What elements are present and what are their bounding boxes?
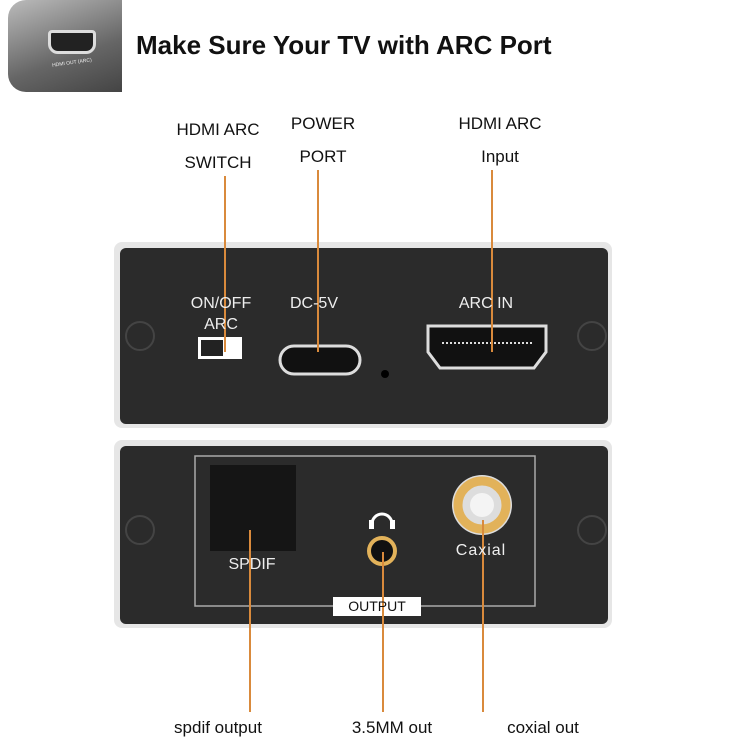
callout-lines [224, 170, 493, 712]
output-label: OUTPUT [348, 598, 406, 614]
callout-3-5mm-out: 3.5MM out [351, 718, 433, 737]
hdmi-port [426, 324, 548, 370]
spdif-optical-port [210, 465, 296, 551]
power-label: DC-5V [289, 295, 339, 312]
callout-switch-line1: HDMI ARC [176, 120, 260, 139]
callout-hdmi-line2: Input [481, 147, 519, 166]
callout-power-line2: PORT [299, 147, 347, 166]
arc-switch [198, 337, 242, 359]
coax-label: Caxial [455, 542, 507, 559]
callout-hdmi-line1: HDMI ARC [458, 114, 542, 133]
spdif-label: SPDIF [228, 556, 276, 573]
callout-switch-line2: SWITCH [184, 153, 252, 172]
tv-arc-port-photo: HDMI OUT (ARC) [8, 0, 122, 92]
hdmi-label: ARC IN [458, 295, 514, 312]
usb-c-port [278, 344, 362, 376]
callout-power-line1: POWER [290, 114, 356, 133]
page-title: Make Sure Your TV with ARC Port [136, 30, 552, 60]
callout-coaxial-out: coxial out [507, 718, 579, 737]
switch-label-1: ON/OFF [190, 295, 252, 312]
callout-spdif-output: spdif output [174, 718, 262, 737]
output-label-box [333, 597, 421, 616]
switch-label-2: ARC [204, 316, 238, 333]
led-indicator [381, 370, 389, 378]
screw-icon [125, 321, 607, 545]
hdmi-port-icon [48, 30, 96, 54]
